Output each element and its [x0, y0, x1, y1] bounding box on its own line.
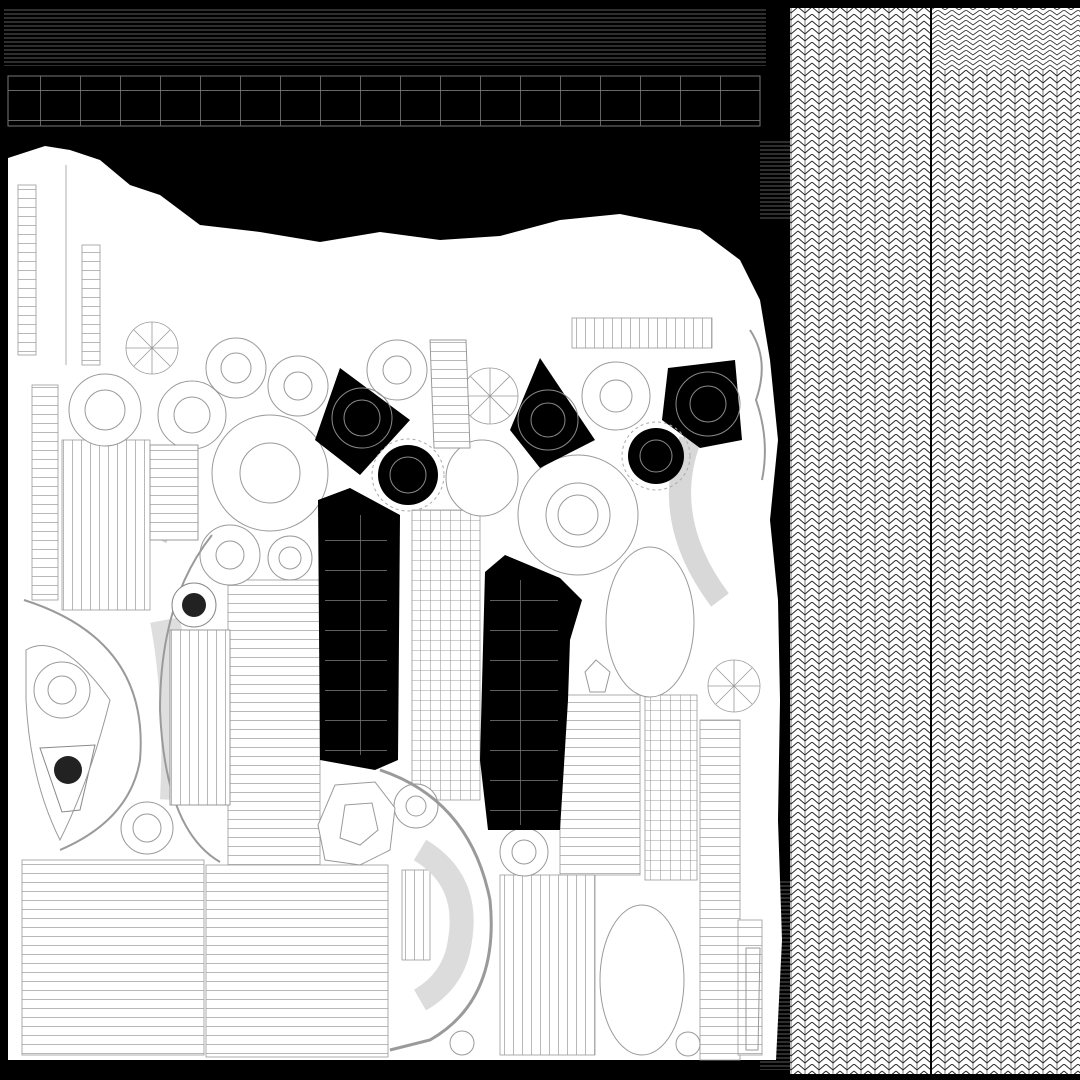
dark-islands [39, 358, 742, 830]
ring-12 [120, 801, 174, 855]
ring-2 [157, 380, 227, 450]
dark-polygon-3 [662, 360, 742, 448]
top-strip-group [4, 8, 766, 127]
herringbone-panel-right [760, 8, 1080, 1074]
ring-7 [199, 524, 261, 586]
dark-disc-1 [371, 438, 445, 512]
ring-4 [267, 355, 329, 417]
ring-5 [366, 339, 428, 401]
dark-column-1 [318, 488, 400, 770]
ring-6 [211, 414, 329, 532]
ring-15 [449, 1030, 475, 1056]
oval-islands [445, 439, 695, 1056]
dark-small-disc-1 [171, 582, 217, 628]
fan-disc-3 [707, 659, 761, 713]
ring-11 [33, 661, 91, 719]
misc-islands [25, 444, 761, 1051]
ring-13 [393, 783, 439, 829]
ring-16 [675, 1031, 701, 1057]
dark-disc-2 [621, 421, 691, 491]
ring-9 [581, 361, 651, 431]
dark-small-disc-2 [39, 744, 96, 813]
ring-1 [68, 373, 142, 447]
ring-islands [33, 337, 701, 1057]
ring-10 [517, 454, 639, 576]
dark-column-2 [480, 555, 582, 830]
ring-3 [205, 337, 267, 399]
fan-disc-1 [125, 321, 179, 375]
ring-14 [499, 827, 549, 877]
left-strips [17, 165, 763, 1061]
dark-polygon-1 [315, 368, 410, 475]
ring-8 [267, 535, 313, 581]
fan-disc-2 [461, 367, 519, 425]
leaf-island [25, 645, 111, 842]
dark-polygon-2 [510, 358, 595, 468]
